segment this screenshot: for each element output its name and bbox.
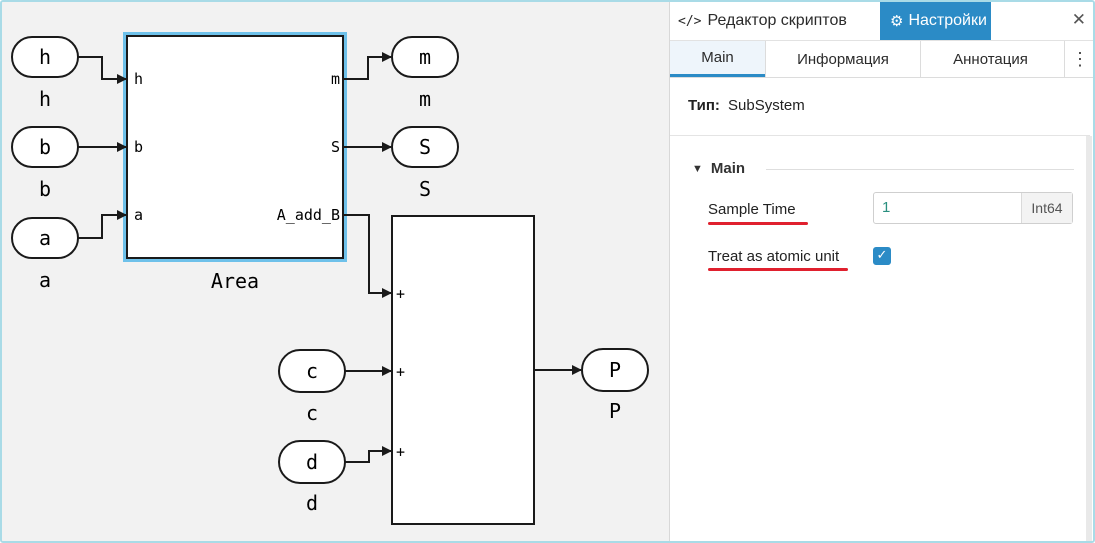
subtab-information[interactable]: Информация [765,41,920,77]
inport-c-caption: c [306,401,318,425]
outport-s-label: S [419,135,431,159]
close-panel-icon[interactable]: ✕ [1071,10,1086,30]
line-h [78,56,127,84]
atomic-unit-label: Treat as atomic unit [708,248,840,265]
outport-m[interactable]: m m [391,36,459,111]
sample-time-field[interactable]: 1 Int64 [873,192,1073,224]
gear-icon: ⚙ [890,12,904,30]
subtab-main[interactable]: Main [670,41,765,77]
outport-m-label: m [419,45,431,69]
signal-lines [78,52,582,463]
tab-script-editor[interactable]: </> Редактор скриптов [678,2,847,40]
outport-p-label: P [609,358,621,382]
inport-d[interactable]: d d [278,440,346,515]
outport-p[interactable]: P P [581,348,649,423]
line-a-add-b [343,214,392,298]
panel-titlebar: </> Редактор скриптов ⚙ Настройки ✕ ✕ [670,2,1093,41]
inport-h-caption: h [39,87,51,111]
outport-m-caption: m [419,87,431,111]
subsystem-inport-b: b [134,138,143,156]
inport-d-label: d [306,450,318,474]
subtab-annotation[interactable]: Аннотация [920,41,1060,77]
annotation-underline-atomic [708,268,848,271]
panel-scrollbar[interactable] [1086,136,1092,541]
inport-c-label: c [306,359,318,383]
subsystem-outport-a-add-b: A_add_B [277,206,340,224]
model-canvas[interactable]: h h b b a a c c d d [2,2,669,541]
section-divider [766,169,1074,170]
subsystem-name: Area [211,269,259,293]
inport-b[interactable]: b b [11,126,79,201]
more-options-icon[interactable]: ⋮ [1064,41,1093,77]
sum-sign-1: + [396,285,405,303]
subtab-bar: Main Информация Аннотация ⋮ [670,41,1093,78]
line-m [343,52,392,80]
code-icon: </> [678,13,702,29]
check-icon: ✓ [876,248,888,263]
atomic-unit-checkbox[interactable]: ✓ [873,247,891,265]
inport-a-caption: a [39,268,51,292]
outport-s[interactable]: S S [391,126,459,201]
sum-sign-3: + [396,443,405,461]
collapse-triangle-icon: ▼ [692,162,703,175]
sample-time-type: Int64 [1021,193,1072,223]
divider [670,135,1090,136]
block-type-row: Тип: SubSystem [688,97,805,114]
tab-settings[interactable]: ⚙ Настройки ✕ [880,2,1008,40]
tab-settings-label: Настройки [908,12,987,29]
block-type-label: Тип: [688,97,720,114]
subsystem-outport-s: S [331,138,340,156]
inport-b-label: b [39,135,51,159]
block-diagram: h h b b a a c c d d [11,32,649,525]
inport-c[interactable]: c c [278,349,346,425]
inport-b-caption: b [39,177,51,201]
section-main-header[interactable]: ▼ Main [692,160,745,177]
sum-block[interactable]: + + + [391,215,535,525]
block-type-value: SubSystem [728,97,805,114]
annotation-underline-sample-time [708,222,808,225]
line-a [78,210,127,239]
properties-panel: </> Редактор скриптов ⚙ Настройки ✕ ✕ Ma… [669,2,1093,541]
sample-time-input[interactable]: 1 [882,199,891,216]
subsystem-inport-a: a [134,206,143,224]
section-main-title: Main [710,160,746,177]
inport-h-label: h [39,45,51,69]
inport-h[interactable]: h h [11,36,79,111]
subsystem-area-block[interactable]: h b a m S A_add_B [123,32,347,262]
outport-s-caption: S [419,177,431,201]
line-d [345,446,392,463]
sum-sign-2: + [396,363,405,381]
close-tab-icon[interactable]: ✕ [995,13,1009,30]
sample-time-label: Sample Time [708,201,796,218]
inport-a-label: a [39,226,51,250]
subsystem-outport-m: m [331,70,340,88]
inport-a[interactable]: a a [11,217,79,292]
subsystem-inport-h: h [134,70,143,88]
outport-p-caption: P [609,399,621,423]
inport-d-caption: d [306,491,318,515]
tab-script-editor-label: Редактор скриптов [707,12,847,29]
